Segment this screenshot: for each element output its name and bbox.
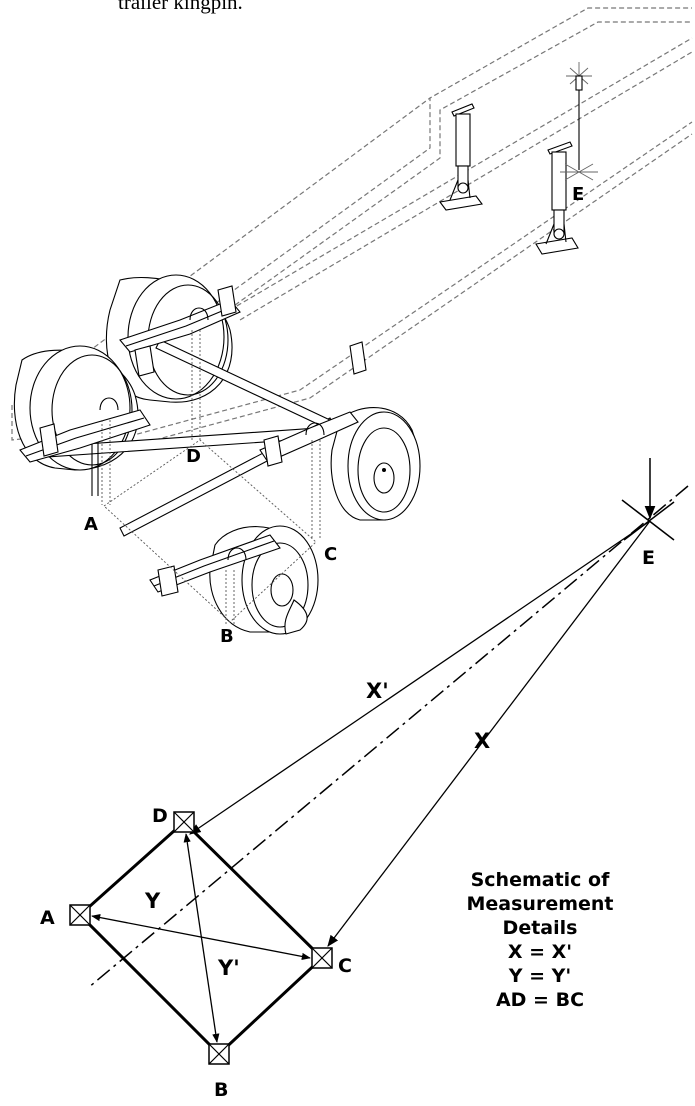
trailer-illustration [11,7,693,635]
wheel-right-back [330,407,421,521]
legend-equation: AD = BC [495,989,585,1011]
corner-marker-b [208,1043,230,1065]
label-point-c: C [338,955,352,977]
measure-line-x [327,520,651,947]
kingpin-crosshair [621,458,675,541]
legend-equation: X = X' [507,941,573,963]
legend-title-line: Details [502,917,578,939]
kingpin-plumb [560,62,598,181]
label-point-b-top: B [220,626,234,647]
schematic-legend: Schematic of Measurement Details X = X' … [440,868,640,1012]
label-point-e-top: E [572,184,584,205]
label-point-b: B [214,1079,228,1101]
corner-marker-c [311,947,333,969]
measure-line-y-prime [183,833,220,1043]
label-point-c-top: C [324,544,337,565]
landing-gear-right [535,141,579,255]
corner-marker-a [69,904,91,926]
label-y-prime: Y' [217,956,240,980]
legend-equation: Y = Y' [508,965,572,987]
corner-marker-d [173,811,195,833]
landing-gear-left [439,103,483,211]
label-x-prime: X' [366,679,389,703]
caption-text: trailer kingpin. [118,0,243,14]
label-point-d: D [152,805,168,827]
label-point-a-top: A [84,514,98,535]
label-y: Y [144,889,161,913]
label-point-d-top: D [186,446,201,467]
plumb-lines [101,330,321,625]
label-x: X [474,729,490,753]
label-point-e: E [642,547,655,569]
legend-title-line: Measurement [466,893,614,915]
schematic [69,458,689,1065]
suspension [19,285,367,597]
legend-title-line: Schematic of [470,869,610,891]
label-point-a: A [40,907,55,929]
measure-line-x-prime [189,520,651,835]
